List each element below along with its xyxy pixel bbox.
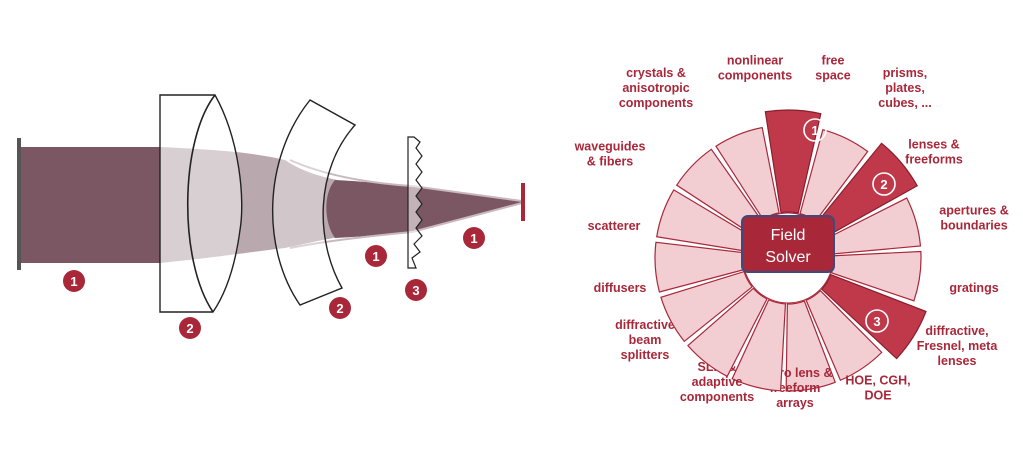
wheel-label-11: scatterer [588,219,641,233]
wheel-segment-0 [764,109,822,214]
field-solver-label-0: Field [771,227,806,244]
wheel-segment-9 [687,287,768,378]
wheel-label-10: diffusers [594,281,647,295]
wheel-badge-5: 3 [873,314,880,329]
badge-grating: 3 [405,279,427,301]
badge-free-space-right: 1 [463,227,485,249]
source-plane [17,138,21,270]
wheel-badge-0: 1 [811,123,818,138]
svg-text:1: 1 [470,231,477,246]
badge-meniscus: 2 [329,297,351,319]
wheel-label-1: prisms,plates,cubes, ... [878,66,932,110]
wheel-badge-2: 2 [880,177,887,192]
wheel-label-3: apertures &boundaries [939,204,1008,233]
beam-free-space [21,147,160,263]
wheel-label-2: lenses &freeforms [905,138,963,167]
field-solver-label-1: Solver [765,249,811,266]
badge-free-space-mid: 1 [365,245,387,267]
beam-through-lens [160,147,350,263]
lens-doublet-outline [159,94,243,313]
wheel-badge-ring-2 [872,172,896,196]
wheel-label-12: waveguides& fibers [574,140,646,169]
beam-after-meniscus [326,180,412,238]
wheel-segment-5 [820,273,927,360]
wheel-segment-6 [805,289,883,382]
svg-text:3: 3 [412,283,419,298]
optical-system: 1 2 2 1 3 1 [17,94,525,339]
svg-text:1: 1 [372,249,379,264]
wheel-badge-ring-0 [803,118,827,142]
wheel-badge-ring-5 [865,309,889,333]
wheel-label-4: gratings [949,281,998,295]
badge-lens-left: 2 [179,317,201,339]
fresnel-grating [407,136,423,269]
badge-free-space-left: 1 [63,270,85,292]
svg-text:2: 2 [186,321,193,336]
wheel-segment-10 [660,270,753,343]
svg-text:2: 2 [336,301,343,316]
lens-doublet-inner [186,94,216,313]
field-solver-box [741,215,835,273]
meniscus-lens [272,99,357,306]
wheel-segment-8 [731,298,787,392]
image-plane [521,183,525,221]
wheel-segment-7 [785,300,837,392]
svg-text:1: 1 [70,274,77,289]
wheel-label-6: HOE, CGH,DOE [845,374,910,403]
